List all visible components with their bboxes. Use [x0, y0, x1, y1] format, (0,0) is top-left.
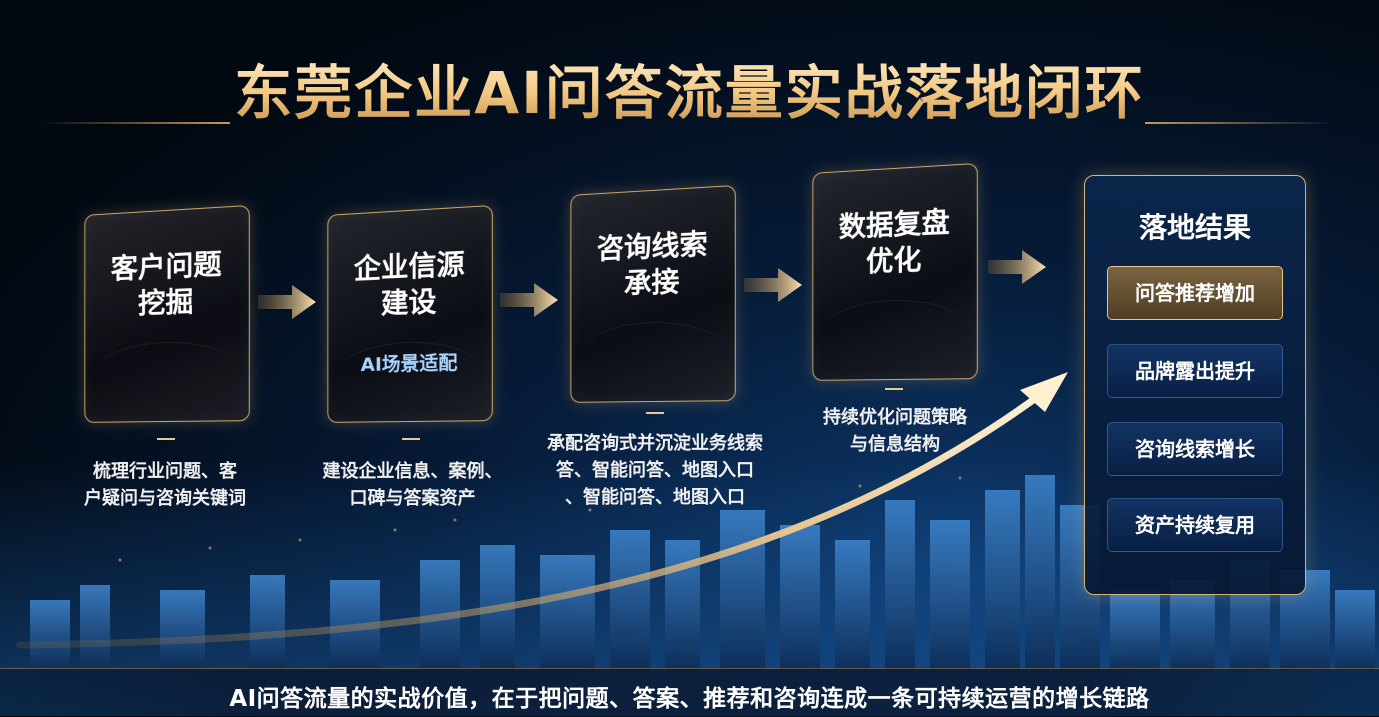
card-decoration	[580, 319, 725, 385]
step-card-2: 企业信源 建设 AI场景适配	[327, 204, 493, 423]
result-panel: 落地结果 问答推荐增加 品牌露出提升 咨询线索增长 资产持续复用	[1084, 175, 1306, 595]
step-card-title: 咨询线索 承接	[596, 227, 708, 300]
step-description: 持续优化问题策略 与信息结构	[823, 407, 967, 455]
divider-dash	[885, 388, 903, 390]
card-decoration	[822, 297, 967, 363]
result-item-qa-recommend: 问答推荐增加	[1107, 266, 1283, 320]
divider-dash	[402, 438, 420, 440]
arrow-right-icon	[258, 285, 316, 319]
step-description: 承配咨询式并沉淀业务线索 答、智能问答、地图入口 、智能问答、地图入口	[547, 433, 763, 508]
step-description: 梳理行业问题、客 户疑问与咨询关键词	[84, 461, 246, 509]
bottom-summary-text: AI问答流量的实战价值，在于把问题、答案、推荐和咨询连成一条可持续运营的增长链路	[229, 686, 1150, 712]
step-description: 建设企业信息、案例、 口碑与答案资产	[322, 461, 503, 509]
result-item-brand-exposure: 品牌露出提升	[1107, 344, 1283, 398]
result-item-asset-reuse: 资产持续复用	[1107, 498, 1283, 552]
page-title: 东莞企业AI问答流量实战落地闭环	[0, 46, 1379, 130]
step-card-1: 客户问题 挖掘	[84, 204, 250, 423]
step-card-title: 企业信源 建设	[353, 247, 465, 320]
step-card-title: 客户问题 挖掘	[110, 247, 222, 320]
step-card-3: 咨询线索 承接	[570, 184, 736, 403]
result-item-lead-growth: 咨询线索增长	[1107, 422, 1283, 476]
title-area: 东莞企业AI问答流量实战落地闭环	[0, 40, 1379, 130]
step-card-4: 数据复盘 优化	[812, 162, 978, 381]
arrow-right-icon	[988, 250, 1046, 284]
title-left-line	[40, 122, 230, 124]
divider-dash	[646, 412, 664, 414]
step-card-title: 数据复盘 优化	[838, 205, 950, 278]
arrow-right-icon	[744, 268, 802, 302]
arrow-right-icon	[500, 283, 558, 317]
card-decoration	[94, 339, 239, 405]
result-title: 落地结果	[1138, 211, 1251, 244]
bottom-banner: AI问答流量的实战价值，在于把问题、答案、推荐和咨询连成一条可持续运营的增长链路	[0, 668, 1379, 717]
title-right-line	[1145, 122, 1335, 124]
divider-dash	[157, 438, 175, 440]
